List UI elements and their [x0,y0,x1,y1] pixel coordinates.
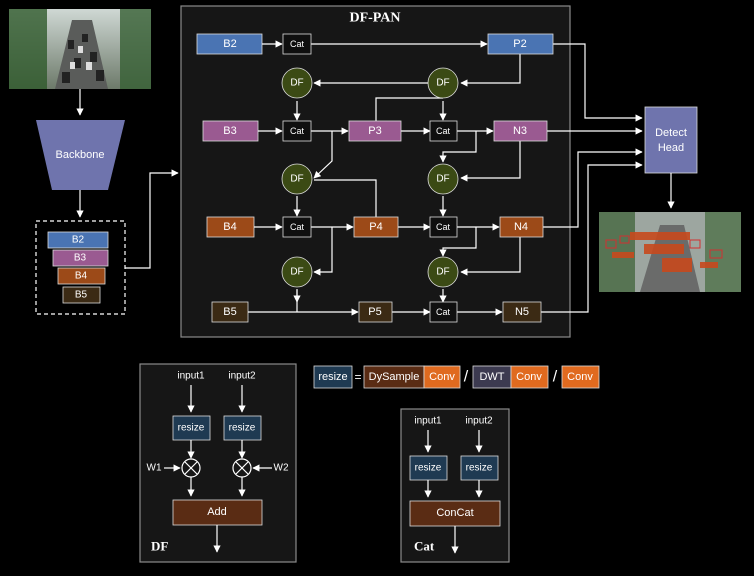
cat-node-1-label: Cat [290,39,305,49]
legend-dwt-label: DWT [479,371,504,383]
legend-resize-label: resize [318,371,347,383]
stack-b4 [57,267,106,285]
output-image [599,212,741,292]
legend-resize [313,365,353,389]
legend-conv-3 [561,365,600,389]
backbone-block: Backbone [36,120,125,190]
stack-b3-label: B3 [74,253,87,264]
cat-node-5-label: Cat [436,222,451,232]
node-p5-label: P5 [368,306,381,318]
node-p4-label: P4 [369,221,382,233]
df-panel-resize-1-label: resize [178,423,205,434]
df-panel-title: DF [151,539,168,554]
df-node-2 [427,67,459,99]
feature-stack: B2 B3 B4 B5 [35,220,126,315]
cat-panel-concat-label: ConCat [436,507,473,519]
stack-b3 [52,249,109,267]
stack-b2-label: B2 [72,235,85,246]
node-p2-label: P2 [513,38,526,50]
legend-conv-3-label: Conv [567,371,593,383]
df-node-6 [427,256,459,288]
node-n4 [499,216,544,238]
cat-panel-concat [409,500,501,527]
df-pan-panel [180,5,571,338]
legend-conv-2-label: Conv [516,371,542,383]
cat-panel-resize-2 [460,455,499,481]
cat-node-2-label: Cat [290,126,305,136]
cat-panel-resize-1-label: resize [415,463,442,474]
df-panel-w2: W2 [274,463,289,474]
legend-conv-1 [423,365,461,389]
df-node-5 [281,256,313,288]
df-node-3-label: DF [290,174,303,185]
input-image [9,9,151,89]
input-b4-label: B4 [223,221,236,233]
node-p5 [358,301,393,323]
detect-head-line1: Detect [655,127,687,139]
cat-node-6-label: Cat [436,307,451,317]
node-n3 [493,120,548,142]
df-node-3 [281,163,313,195]
df-node-5-label: DF [290,267,303,278]
df-pan-title: DF-PAN [349,11,400,26]
df-nodes: DF DF DF DF DF DF [281,67,459,288]
df-detail-panel: input1 input2 resize resize W1 W2 Add DF [139,363,297,563]
cat-panel-title: Cat [414,539,435,554]
node-p2 [487,33,554,55]
cat-node-2 [282,120,312,142]
resize-legend: resize = DySample Conv / DWT Conv / Conv [313,365,600,389]
input-b3-label: B3 [223,125,236,137]
cat-node-3 [282,216,312,238]
legend-slash-2: / [553,369,558,386]
backbone-label: Backbone [56,149,105,161]
node-p4 [353,216,399,238]
df-panel-input1: input1 [177,371,205,382]
stack-b4-label: B4 [75,271,88,282]
input-b5-label: B5 [223,306,236,318]
stack-b5 [62,286,101,304]
node-p3 [348,120,402,142]
node-n4-label: N4 [514,221,528,233]
node-n5 [502,301,542,323]
cat-panel-resize-1 [409,455,448,481]
detect-head-line2: Head [658,142,684,154]
df-panel-w1: W1 [147,463,162,474]
cat-node-4 [429,120,458,142]
stack-b5-label: B5 [75,290,88,301]
node-n3-label: N3 [513,125,527,137]
cat-node-4-label: Cat [436,126,451,136]
cat-node-3-label: Cat [290,222,305,232]
legend-conv-1-label: Conv [429,371,455,383]
cat-panel-input2: input2 [465,416,493,427]
df-node-2-label: DF [436,78,449,89]
cat-node-5 [429,216,458,238]
cat-detail-panel: input1 input2 resize resize ConCat Cat [400,408,510,563]
node-p3-label: P3 [368,125,381,137]
df-panel-add-label: Add [207,506,227,518]
df-node-6-label: DF [436,267,449,278]
pan-connections [248,40,643,316]
legend-dysample-label: DySample [369,371,420,383]
df-node-1 [281,67,313,99]
df-panel-input2: input2 [228,371,256,382]
cat-node-6 [429,301,458,323]
cat-nodes: Cat Cat Cat Cat Cat Cat [282,33,458,323]
df-panel-resize-2 [223,415,262,441]
cat-panel-resize-2-label: resize [466,463,493,474]
df-node-4 [427,163,459,195]
node-n5-label: N5 [515,306,529,318]
cat-panel-input1: input1 [414,416,442,427]
df-node-1-label: DF [290,78,303,89]
stack-b2 [47,231,109,249]
input-b2-label: B2 [223,38,236,50]
legend-conv-2 [510,365,549,389]
detect-head: Detect Head [644,106,698,174]
legend-equals: = [354,370,361,384]
df-panel-resize-2-label: resize [229,423,256,434]
legend-slash-1: / [464,369,469,386]
df-node-4-label: DF [436,174,449,185]
cat-node-1 [282,33,312,55]
